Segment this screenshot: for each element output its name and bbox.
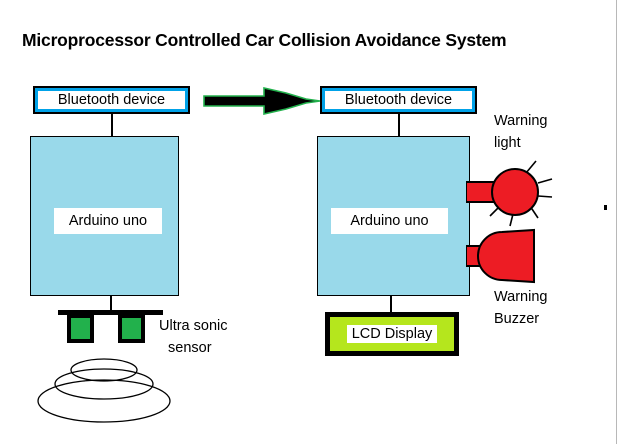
ultrasonic-transducer-left[interactable] — [67, 314, 94, 343]
ultrasonic-sensor-label: Ultra sonic sensor — [159, 315, 228, 359]
connector-bluetooth-to-arduino-transmitter — [111, 114, 113, 137]
warning-buzzer-label-line2: Buzzer — [494, 311, 540, 327]
warning-buzzer-label-line1: Warning — [494, 289, 548, 305]
bluetooth-device-label-receiver: Bluetooth device — [344, 92, 453, 108]
bluetooth-device-inner-transmitter: Bluetooth device — [38, 91, 185, 109]
bluetooth-device-inner-receiver: Bluetooth device — [325, 91, 472, 109]
ultrasonic-transducer-right[interactable] — [118, 314, 145, 343]
arduino-uno-label-receiver: Arduino uno — [331, 208, 448, 234]
lcd-display-box[interactable]: LCD Display — [325, 312, 459, 356]
connector-arduino-to-sensor — [110, 296, 112, 312]
bluetooth-device-box-transmitter[interactable]: Bluetooth device — [33, 86, 190, 114]
sensor-mount-bar — [58, 310, 163, 315]
warning-light-label: Warning light — [494, 110, 547, 154]
warning-light-indicator[interactable] — [466, 148, 561, 243]
ultrasonic-wave-rings — [37, 358, 171, 423]
ultrasonic-sensor-label-line1: Ultra sonic — [159, 318, 228, 334]
page-title: Microprocessor Controlled Car Collision … — [22, 30, 507, 50]
ultrasonic-sensor-label-line2: sensor — [168, 340, 212, 356]
lcd-display-label: LCD Display — [346, 325, 438, 343]
stray-dot-artifact — [604, 205, 607, 210]
warning-light-label-line2: light — [494, 135, 521, 151]
arduino-uno-label-transmitter: Arduino uno — [54, 208, 162, 234]
warning-light-label-line1: Warning — [494, 113, 548, 129]
warning-buzzer-indicator[interactable] — [466, 228, 551, 290]
bluetooth-device-label-transmitter: Bluetooth device — [57, 92, 166, 108]
connector-arduino-to-lcd — [390, 296, 392, 313]
warning-buzzer-label: Warning Buzzer — [494, 286, 547, 330]
wireless-link-arrow — [203, 86, 321, 116]
bluetooth-device-box-receiver[interactable]: Bluetooth device — [320, 86, 477, 114]
connector-bluetooth-to-arduino-receiver — [398, 114, 400, 137]
